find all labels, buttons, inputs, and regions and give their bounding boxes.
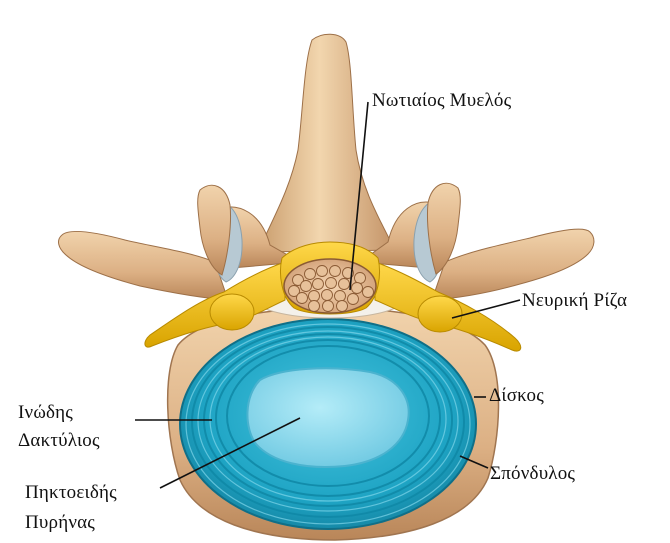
nucleus-pulposus [247,368,408,467]
label-nerve-root: Νευρική Ρίζα [522,290,627,312]
dorsal-root-ganglion-right [418,296,462,332]
label-annulus-line2: Δακτύλιος [18,430,100,452]
label-nucleus-line2: Πυρήνας [25,512,95,534]
label-vertebra: Σπόνδυλος [490,463,575,485]
label-annulus-line1: Ινώδης [18,402,73,424]
spinous-process [258,34,395,252]
label-disc: Δίσκος [489,385,544,407]
dorsal-root-ganglion-left [210,294,254,330]
label-spinal-cord: Νωτιαίος Μυελός [372,90,511,112]
label-nucleus-line1: Πηκτοειδής [25,482,117,504]
